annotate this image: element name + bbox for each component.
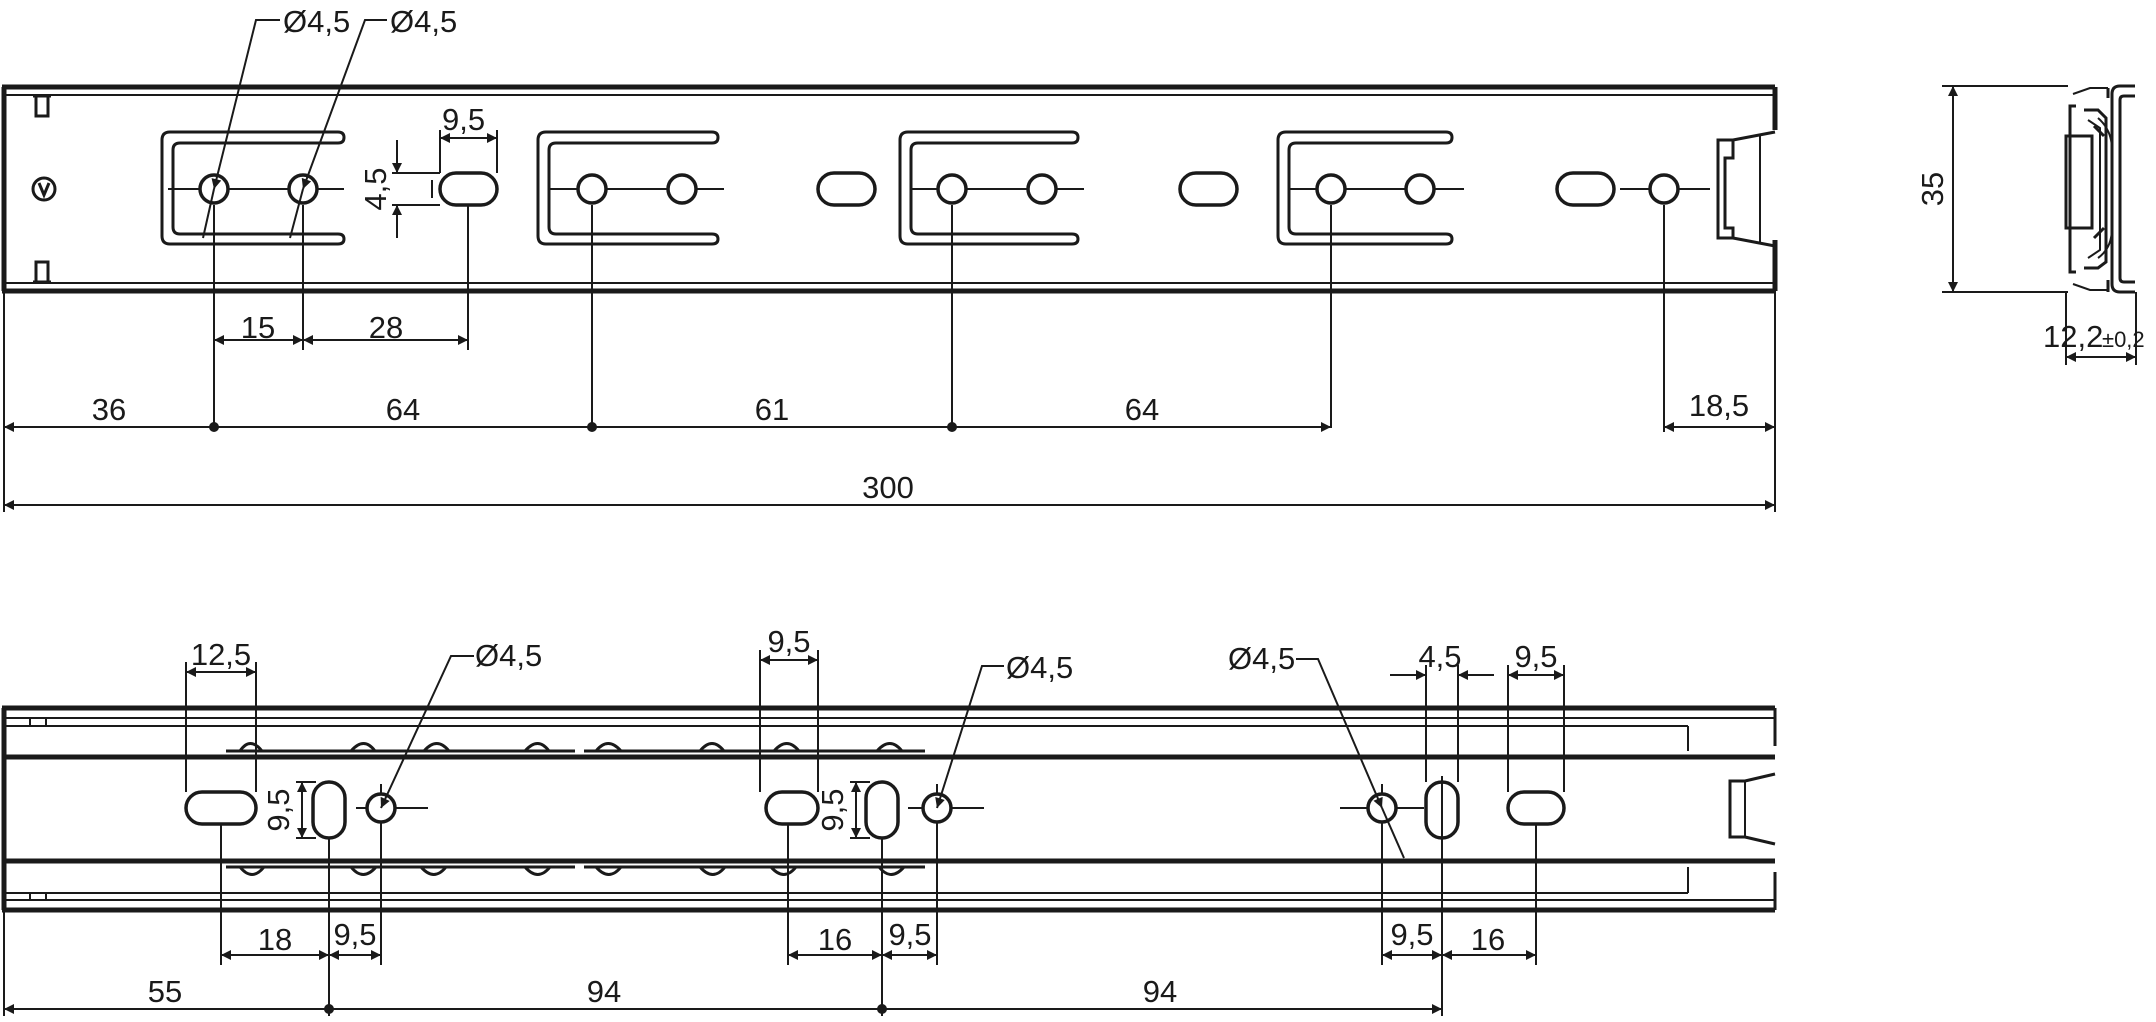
top-view: Ø4,5 Ø4,5 9,5 4,5: [1, 4, 1778, 512]
width-label: 12,2: [2043, 319, 2103, 354]
hole: [576, 173, 608, 205]
height-label: 35: [1915, 172, 1950, 206]
slot-width-label: 4,5: [1418, 639, 1461, 674]
runner-lower-dimensions: 18 9,5 16 9,5 9,5 16: [221, 917, 1536, 960]
hole: [666, 173, 698, 205]
height-dimension: 35: [1915, 85, 2068, 293]
slot-length-label: 12,5: [191, 637, 251, 672]
ball-cage: [226, 742, 925, 876]
slot: [864, 780, 900, 840]
hole: [1315, 173, 1347, 205]
hole-diameter-label: Ø4,5: [1228, 641, 1295, 676]
spacing-label: 16: [818, 922, 852, 957]
cross-section-view: 35 12,2 ±0,2: [1915, 84, 2145, 365]
spacing-label: 9,5: [888, 917, 931, 952]
hole-diameter-label: Ø4,5: [390, 4, 457, 39]
width-dimension: 12,2 ±0,2: [2043, 292, 2145, 365]
hole-position-chain: 36 64 61 64 18,5: [4, 388, 1775, 432]
hole: [1026, 173, 1058, 205]
width-tolerance-label: ±0,2: [2102, 327, 2145, 352]
slots: [438, 171, 1616, 207]
spacing-label: 18: [258, 922, 292, 957]
hole-diameter-label: Ø4,5: [475, 638, 542, 673]
ball-bearings-top: [238, 742, 904, 753]
runner-vertical-dimensions: 9,5 9,5: [261, 781, 870, 839]
chain-dimension-label: 36: [92, 392, 126, 427]
chain-dimension-label: 61: [755, 392, 789, 427]
chain-dimension-label: 55: [148, 974, 182, 1009]
slot: [184, 790, 258, 826]
slot-width-label: 9,5: [1514, 639, 1557, 674]
runner-hole-leaders: Ø4,5 Ø4,5 Ø4,5: [380, 638, 1405, 859]
runner-extension-lines: [3, 822, 1537, 1016]
slot-height-label: 4,5: [358, 167, 393, 210]
slot: [1555, 171, 1616, 207]
slot: [1506, 790, 1566, 826]
rail-outline: [1, 84, 1778, 294]
slot: [816, 171, 877, 207]
spacing-label: 9,5: [1390, 917, 1433, 952]
rail-marks: [31, 94, 57, 284]
spacing-28-label: 28: [369, 310, 403, 345]
hole-spacing-dimensions: 15 28: [214, 310, 468, 345]
chain-dimension-label: 64: [1125, 392, 1159, 427]
slot-height-label: 9,5: [261, 788, 296, 831]
spacing-15-label: 15: [241, 310, 275, 345]
hole-diameter-label: Ø4,5: [283, 4, 350, 39]
slot: [764, 790, 820, 826]
chain-dimension-label: 64: [386, 392, 420, 427]
end-clip: [1716, 130, 1776, 248]
hole-diameter-label: Ø4,5: [1006, 650, 1073, 685]
hole: [936, 173, 968, 205]
slot: [311, 780, 347, 840]
hole: [1404, 173, 1436, 205]
slot: [1178, 171, 1239, 207]
slot-dimensions: 9,5 4,5: [358, 102, 498, 238]
end-offset-label: 18,5: [1689, 388, 1749, 423]
runner-position-chain: 55 94 94: [4, 974, 1442, 1014]
runner-upper-dimensions: 12,5 9,5 4,5 9,5: [185, 624, 1565, 792]
spacing-label: 16: [1471, 922, 1505, 957]
hole: [1648, 173, 1680, 205]
bottom-view: Ø4,5 Ø4,5 Ø4,5 12,5 9,5 4,5 9,5: [1, 624, 1777, 1016]
slot-width-label: 9,5: [442, 102, 485, 137]
slot: [438, 171, 499, 207]
slot-width-label: 9,5: [767, 624, 810, 659]
spacing-label: 9,5: [333, 917, 376, 952]
hole-leaders: Ø4,5 Ø4,5: [202, 4, 457, 239]
overall-length-dimension: 300: [4, 470, 1775, 510]
extension-lines: [3, 205, 1776, 512]
overall-length-label: 300: [862, 470, 914, 505]
chain-dimension-label: 94: [1143, 974, 1177, 1009]
profile-section: [2064, 84, 2135, 294]
round-holes: [198, 173, 1680, 205]
slot-height-label: 9,5: [815, 788, 850, 831]
chain-dimension-label: 94: [587, 974, 621, 1009]
runner-end-clip: [1728, 772, 1776, 846]
